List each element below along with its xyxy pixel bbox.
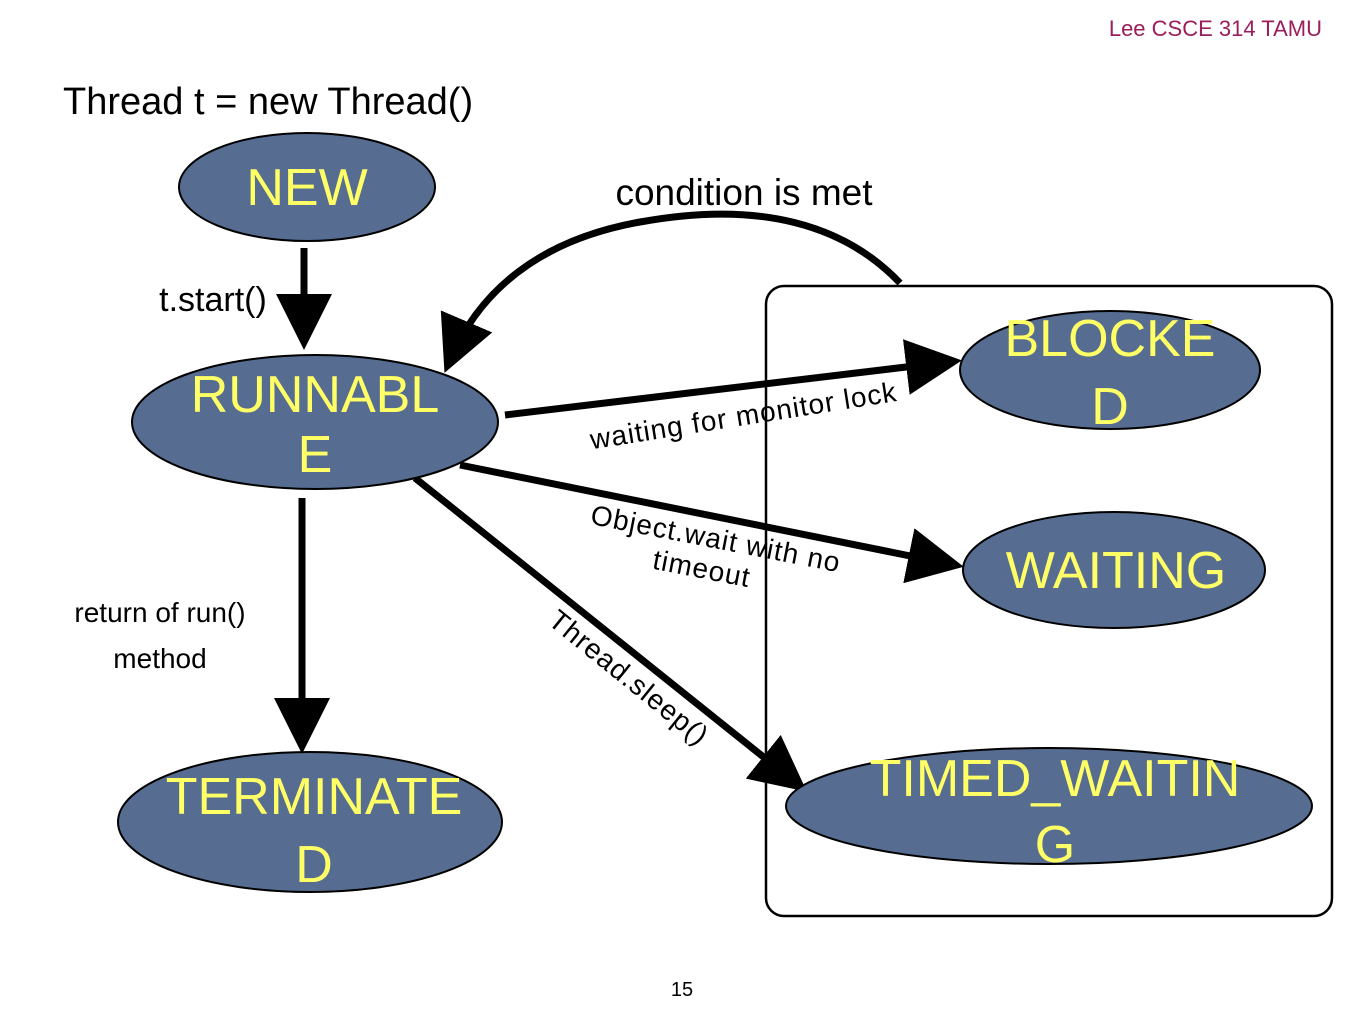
waiting-states-group — [764, 284, 1334, 918]
svg-text:NEW: NEW — [246, 159, 367, 217]
label-condition-met: condition is met — [615, 172, 873, 213]
node-new: NEW — [178, 132, 436, 242]
node-timed-waiting: TIMED_WAITIN G — [785, 747, 1313, 874]
node-terminated: TERMINATE D — [117, 751, 503, 894]
edge-condition-met — [440, 210, 903, 373]
svg-text:method: method — [113, 643, 206, 674]
svg-text:BLOCKE: BLOCKE — [1005, 310, 1216, 368]
edge-object-wait — [459, 461, 964, 584]
svg-text:return of run(): return of run() — [74, 597, 245, 628]
svg-text:TERMINATE: TERMINATE — [166, 768, 463, 826]
code-line: Thread t = new Thread() — [63, 81, 473, 123]
edge-thread-sleep — [412, 475, 807, 792]
edge-monitor-lock — [504, 339, 962, 419]
svg-text:D: D — [1091, 378, 1129, 436]
svg-text:TIMED_WAITIN: TIMED_WAITIN — [870, 750, 1241, 808]
label-start: t.start() — [159, 281, 267, 319]
page-number: 15 — [671, 979, 693, 1001]
node-waiting: WAITING — [962, 511, 1266, 629]
svg-text:G: G — [1035, 816, 1075, 874]
label-run-return: return of run() method — [74, 597, 245, 674]
node-runnable: RUNNABL E — [131, 354, 499, 490]
svg-text:RUNNABL: RUNNABL — [191, 366, 440, 424]
node-blocked: BLOCKE D — [959, 310, 1261, 436]
course-header: Lee CSCE 314 TAMU — [1109, 16, 1322, 41]
label-thread-sleep: Thread.sleep() — [543, 604, 715, 751]
svg-text:D: D — [295, 836, 333, 894]
svg-text:WAITING: WAITING — [1006, 542, 1227, 600]
svg-text:E: E — [298, 426, 333, 484]
